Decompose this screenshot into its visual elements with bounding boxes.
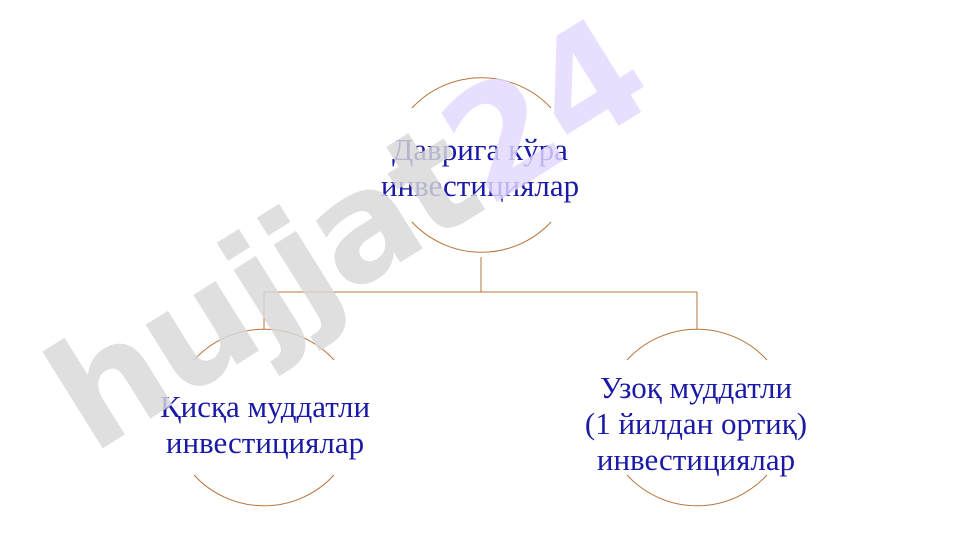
short-term-node-label: Қисқа муддатли инвестициялар (115, 389, 415, 461)
root-node-bottom-arc (411, 221, 552, 253)
root-label-line-2: инвестициялар (380, 168, 580, 203)
long-term-label-line-2: (1 йилдан ортиқ) (584, 406, 808, 441)
root-label-line-1: Даврига кўра (392, 132, 568, 167)
left-node-bottom-arc (193, 474, 335, 507)
left-node-top-arc (193, 328, 335, 361)
right-node-top-arc (626, 328, 768, 361)
root-node-top-arc (411, 77, 552, 109)
long-term-node-label: Узоқ муддатли (1 йилдан ортиқ) инвестици… (546, 370, 846, 478)
long-term-label-line-1: Узоқ муддатли (599, 370, 793, 405)
short-term-label-line-2: инвестициялар (165, 425, 365, 460)
short-term-label-line-1: Қисқа муддатли (159, 389, 371, 424)
long-term-label-line-3: инвестициялар (596, 442, 796, 477)
right-node-bottom-arc (626, 474, 768, 507)
root-node-label: Даврига кўра инвестициялар (330, 132, 630, 204)
